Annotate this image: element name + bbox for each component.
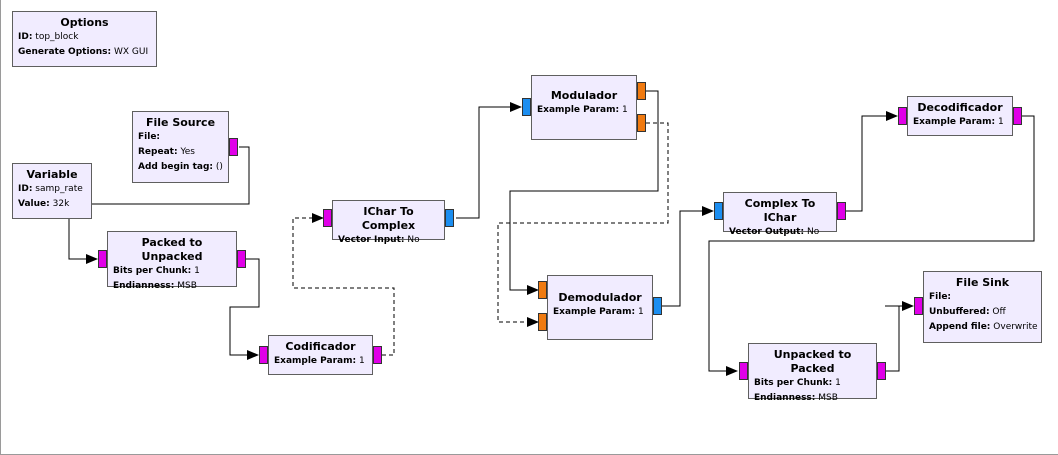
block-param: Example Param: 1 (913, 117, 1004, 127)
file-source-block[interactable]: File Source File: Repeat: Yes Add begin … (132, 111, 229, 183)
block-param: File: (929, 292, 952, 302)
complex-to-ichar-in-port[interactable] (714, 202, 723, 220)
unpacked-to-packed-out-port[interactable] (877, 362, 886, 380)
block-title: File Sink (955, 276, 1010, 289)
wire-unpacked-filesink (885, 301, 914, 372)
file-sink-block[interactable]: File Sink File: Unbuffered: Off Append f… (923, 271, 1042, 343)
decodificador-out-port[interactable] (1013, 107, 1022, 125)
wire-decod-unpacked (708, 115, 1035, 376)
modulador-out-port-1[interactable] (637, 114, 646, 132)
block-param: Endianness: MSB (754, 393, 838, 403)
block-param: Unbuffered: Off (929, 307, 1006, 317)
block-title: Variable (26, 168, 78, 181)
block-title: Options (60, 16, 109, 29)
block-param: Add begin tag: () (138, 162, 223, 172)
demodulador-in-port-0[interactable] (538, 281, 547, 299)
demodulador-in-port-1[interactable] (538, 313, 547, 331)
file-source-out-port[interactable] (229, 138, 238, 156)
block-param: Append file: Overwrite (929, 322, 1038, 332)
block-param: Example Param: 1 (537, 105, 628, 115)
wire-packed-codificador (229, 258, 260, 360)
wire-filesource-packed (66, 146, 250, 205)
options-block[interactable]: Options ID: top_block Generate Options: … (12, 11, 157, 67)
block-param: Bits per Chunk: 1 (113, 266, 200, 276)
block-title: Complex To IChar (744, 197, 816, 224)
variable-block[interactable]: Variable ID: samp_rate Value: 32k (12, 163, 92, 219)
decodificador-block[interactable]: Decodificador Example Param: 1 (907, 96, 1013, 136)
block-param: Example Param: 1 (553, 307, 644, 317)
block-param: Endianness: MSB (113, 281, 197, 291)
block-param: File: (138, 132, 161, 142)
ichar-to-complex-in-port[interactable] (323, 209, 332, 227)
modulador-in-port[interactable] (522, 98, 531, 116)
block-title: Decodificador (917, 101, 1003, 114)
codificador-in-port[interactable] (259, 346, 268, 364)
block-title: File Source (145, 116, 216, 129)
block-param: Example Param: 1 (274, 356, 365, 366)
demodulador-out-port[interactable] (653, 297, 662, 315)
modulador-out-port-0[interactable] (637, 82, 646, 100)
codificador-out-port[interactable] (373, 346, 382, 364)
decodificador-in-port[interactable] (898, 107, 907, 125)
file-sink-in-port[interactable] (914, 297, 923, 315)
wire-variable-packed (68, 219, 98, 264)
complex-to-ichar-block[interactable]: Complex To IChar Vector Output: No (723, 192, 837, 237)
block-title: Packed to Unpacked (141, 236, 203, 263)
ichar-to-complex-out-port[interactable] (445, 209, 454, 227)
packed-to-unpacked-in-port[interactable] (98, 250, 107, 268)
packed-to-unpacked-block[interactable]: Packed to Unpacked Bits per Chunk: 1 End… (107, 231, 237, 291)
demodulador-block[interactable]: Demodulador Example Param: 1 (547, 275, 653, 340)
block-param: Value: 32k (18, 199, 70, 209)
block-title: Unpacked to Packed (773, 348, 852, 375)
block-title: Codificador (285, 340, 356, 353)
block-param: Vector Input: No (338, 235, 420, 245)
wire-codificador-ichar (292, 213, 395, 356)
block-title: Modulador (550, 89, 618, 102)
wire-modulador-demod-2 (497, 122, 669, 327)
block-param: ID: top_block (18, 32, 79, 42)
codificador-block[interactable]: Codificador Example Param: 1 (268, 335, 373, 375)
wire-modulador-demod (509, 90, 659, 295)
wire-demod-complex (662, 206, 714, 307)
wire-ichar-modulador (456, 102, 522, 219)
block-param: Repeat: Yes (138, 147, 195, 157)
block-param: ID: samp_rate (18, 184, 83, 194)
packed-to-unpacked-out-port[interactable] (237, 250, 246, 268)
block-title: Demodulador (558, 291, 642, 304)
block-param: Vector Output: No (729, 227, 820, 237)
wire-complex-decod (846, 111, 898, 212)
complex-to-ichar-out-port[interactable] (837, 202, 846, 220)
block-param: Bits per Chunk: 1 (754, 378, 841, 388)
ichar-to-complex-block[interactable]: IChar To Complex Vector Input: No (332, 200, 445, 245)
modulador-block[interactable]: Modulador Example Param: 1 (531, 75, 637, 140)
block-title: IChar To Complex (361, 205, 416, 232)
unpacked-to-packed-in-port[interactable] (739, 362, 748, 380)
block-param: Generate Options: WX GUI (18, 47, 149, 57)
unpacked-to-packed-block[interactable]: Unpacked to Packed Bits per Chunk: 1 End… (748, 343, 877, 403)
